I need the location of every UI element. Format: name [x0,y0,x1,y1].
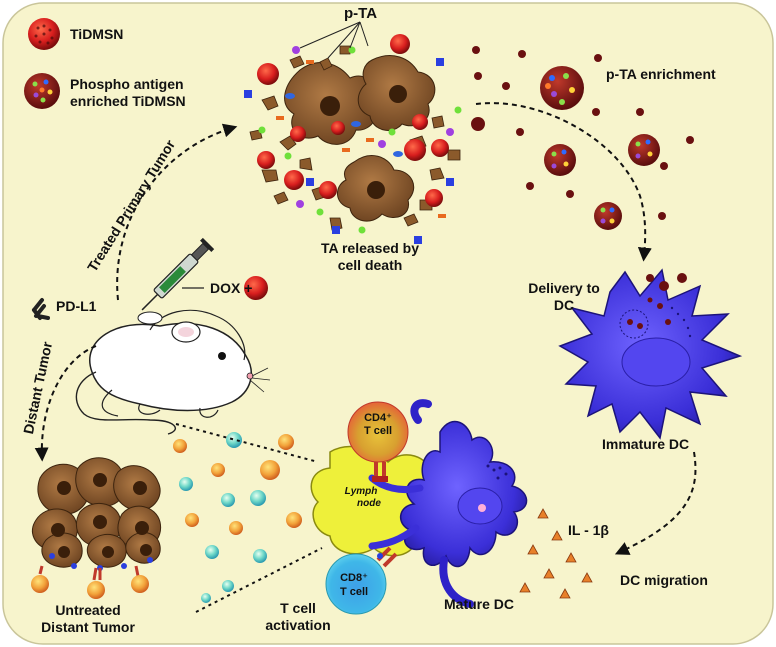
arrow-dc-migration [614,451,697,555]
pd-l1-label: PD-L1 [56,298,97,314]
ta-released-label-2: cell death [337,257,403,273]
immature-dc [558,268,743,440]
mouse [75,309,271,435]
distant-tumor-cluster [31,457,162,599]
delivery-label-2: DC [553,297,575,313]
lymph-node-label-2: node [357,498,381,509]
legend-phospho-label-1: Phospho antigen [70,76,184,92]
cd4-label-1: CD4⁺ [364,412,392,424]
delivery-label-1: Delivery to [528,280,600,296]
mature-dc-label: Mature DC [444,596,515,612]
arrow-to-distant-tumor [34,345,97,462]
p-ta-label: p-TA [344,5,378,22]
traveling-t-cells [173,432,302,603]
syringe-icon [141,237,215,311]
flow-arrows [34,102,697,555]
t-cell-activation-label-1: T cell [280,600,316,616]
untreated-label-1: Untreated [55,602,121,618]
arrow-to-primary-tumor [116,123,238,301]
legend-phospho-icon [24,73,60,109]
il1b-cytokines [519,508,593,599]
arrow-to-enrichment [475,102,652,262]
immature-dc-label: Immature DC [602,436,690,452]
cd4-t-cell [347,401,409,482]
dox-nanoparticle-icon [244,276,268,300]
legend-tidmsn-label: TiDMSN [70,26,124,42]
dc-migration-label: DC migration [620,572,708,588]
cd4-label-2: T cell [363,425,393,437]
il1b-label: IL - 1β [568,522,609,538]
p-ta-enrichment-label: p-TA enrichment [606,66,716,82]
mature-dc [368,399,528,608]
pd-l1-antibody-icon [32,298,50,320]
dox-label: DOX + [210,280,253,296]
t-cell-activation-label-2: activation [265,617,331,633]
untreated-label-2: Distant Tumor [41,619,135,635]
enriched-particles [471,46,694,230]
lymph-node-label-1: Lymph [344,486,378,497]
primary-tumor-cluster [244,21,462,244]
cd8-label-2: T cell [339,586,369,598]
cd8-t-cell [325,546,398,615]
ta-released-label-1: TA released by [320,240,420,256]
cd8-label-1: CD8⁺ [340,572,368,584]
legend-phospho-label-2: enriched TiDMSN [70,93,186,109]
legend-tidmsn-icon [28,18,60,50]
lymph-node-dotted-lines [175,423,323,613]
